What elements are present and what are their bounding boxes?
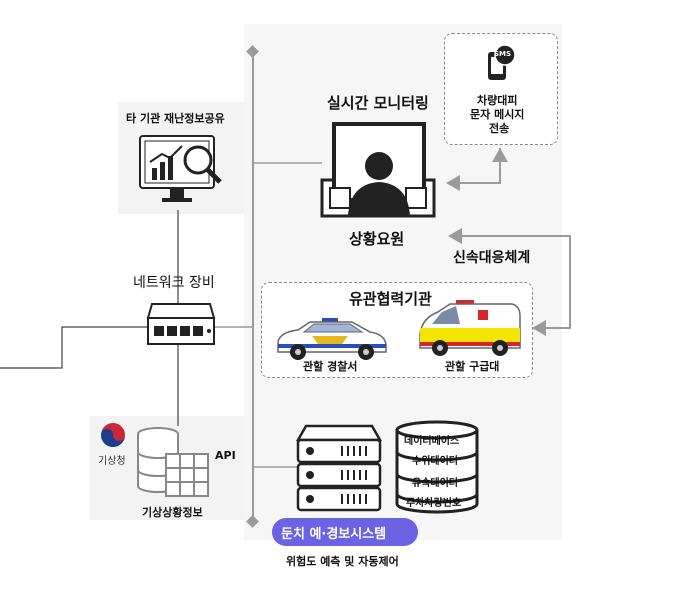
db-item-0: 데이터베이스 <box>404 436 460 447</box>
sms-line-2: 문자 메시지 <box>470 108 525 121</box>
db-item-3: 주차차량번호 <box>406 498 462 509</box>
info-share-label: 타 기관 재난정보공유 <box>126 112 225 125</box>
sms-phone-icon <box>484 44 518 82</box>
sms-badge: SMS <box>494 50 512 58</box>
monitor-chart-icon <box>136 132 228 212</box>
ambulance-label: 관할 구급대 <box>445 360 500 373</box>
api-label: API <box>215 449 236 462</box>
db-item-1: 수위데이터 <box>412 456 458 467</box>
police-label: 관할 경찰서 <box>303 360 358 373</box>
kma-logo-icon <box>98 420 128 450</box>
agencies-title: 유관협력기관 <box>349 290 432 308</box>
ambulance-icon <box>416 298 522 358</box>
police-car-icon <box>272 314 390 362</box>
weather-label: 기상상황정보 <box>142 506 203 519</box>
system-badge-label: 둔치 예·경보시스템 <box>281 527 387 542</box>
server-icon <box>296 424 382 516</box>
database-cylinder-icon <box>394 420 480 514</box>
network-label: 네트워크 장비 <box>133 275 215 291</box>
network-switch-icon <box>146 300 216 348</box>
operator-label: 상황요원 <box>349 230 405 248</box>
response-label: 신속대응체계 <box>453 250 531 266</box>
sms-line-3: 전송 <box>489 122 510 135</box>
system-caption: 위험도 예측 및 자동제어 <box>286 555 399 568</box>
monitoring-title: 실시간 모니터링 <box>327 94 429 112</box>
system-badge <box>272 518 418 546</box>
db-item-2: 유속데이터 <box>412 478 458 489</box>
sms-line-1: 차량대피 <box>477 94 518 107</box>
operator-monitor-icon <box>320 120 436 218</box>
kma-logo-text: 기상청 <box>98 456 126 467</box>
database-table-icon <box>136 426 210 498</box>
